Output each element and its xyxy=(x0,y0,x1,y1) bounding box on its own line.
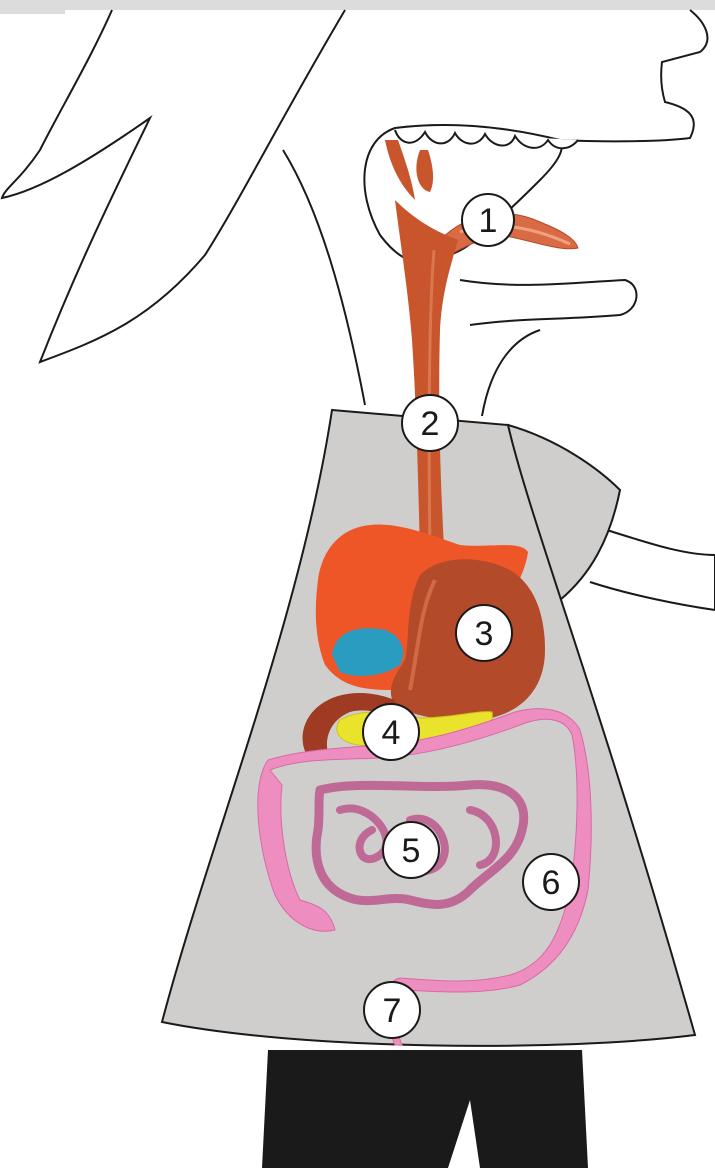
marker-7-label: 7 xyxy=(383,992,402,1030)
marker-3-label: 3 xyxy=(475,615,494,653)
hair xyxy=(2,10,345,362)
marker-1-label: 1 xyxy=(479,202,498,240)
marker-6-label: 6 xyxy=(542,864,561,902)
top-bar-left-notch xyxy=(0,0,65,14)
marker-4: 4 xyxy=(363,704,419,760)
marker-2: 2 xyxy=(402,395,458,451)
marker-2-label: 2 xyxy=(421,405,440,443)
gallbladder xyxy=(332,628,403,676)
marker-6: 6 xyxy=(523,854,579,910)
lower-jaw xyxy=(460,280,636,325)
marker-3: 3 xyxy=(456,605,512,661)
marker-5: 5 xyxy=(383,822,439,878)
arm xyxy=(590,528,715,610)
marker-1: 1 xyxy=(462,194,514,246)
neck-back xyxy=(283,150,365,405)
marker-5-label: 5 xyxy=(402,832,421,870)
marker-7: 7 xyxy=(364,982,420,1038)
top-bar xyxy=(0,0,715,10)
pants xyxy=(262,1050,588,1168)
marker-4-label: 4 xyxy=(382,714,401,752)
neck-front xyxy=(482,330,540,416)
